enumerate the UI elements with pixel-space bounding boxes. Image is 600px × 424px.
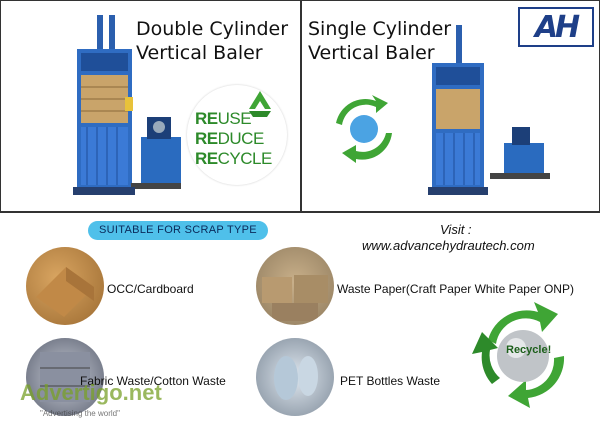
- title-line-1: Double Cylinder: [136, 18, 289, 40]
- visit-label: Visit :: [440, 222, 472, 237]
- single-cylinder-title: Single Cylinder Vertical Baler: [308, 17, 451, 65]
- pet-bottles-image: [256, 338, 334, 416]
- waste-paper-image: [256, 247, 334, 325]
- double-cylinder-title: Double Cylinder Vertical Baler: [136, 17, 288, 65]
- scrap-item-waste-paper: Waste Paper(Craft Paper White Paper ONP): [337, 282, 574, 296]
- double-cylinder-baler-image: [73, 15, 181, 195]
- single-cylinder-panel: Single Cylinder Vertical Baler AH: [301, 0, 600, 212]
- recycle-arrows-icon: [249, 91, 271, 117]
- cardboard-image: [26, 247, 104, 325]
- scrap-item-cardboard: OCC/Cardboard: [107, 282, 194, 296]
- single-cylinder-baler-image: [428, 25, 550, 195]
- watermark-brand: Advertigo.net: [20, 380, 162, 405]
- scrap-item-pet-bottles: PET Bottles Waste: [340, 374, 441, 388]
- double-cylinder-panel: Double Cylinder Vertical Baler REUSE RED…: [0, 0, 301, 212]
- title-line-2: Vertical Baler: [136, 42, 263, 64]
- watermark: Advertigo.net "Advertising the world": [0, 378, 175, 424]
- website-link[interactable]: www.advancehydrautech.com: [362, 238, 535, 253]
- recycle-globe-icon: [336, 95, 392, 163]
- scrap-item-fabric: Fabric Waste/Cotton Waste: [80, 374, 226, 388]
- fabric-waste-image: [26, 338, 104, 416]
- brand-logo: AH: [518, 7, 594, 47]
- recycle-ball-icon: [472, 302, 565, 408]
- reuse-reduce-recycle-logo: REUSE REDUCE RECYCLE: [187, 85, 287, 185]
- watermark-tagline: "Advertising the world": [40, 409, 120, 418]
- scrap-type-heading: SUITABLE FOR SCRAP TYPE: [88, 221, 268, 240]
- recycle-ball-text: Recycle!: [506, 344, 552, 356]
- title-line-1: Single Cylinder: [308, 18, 452, 40]
- title-line-2: Vertical Baler: [308, 42, 435, 64]
